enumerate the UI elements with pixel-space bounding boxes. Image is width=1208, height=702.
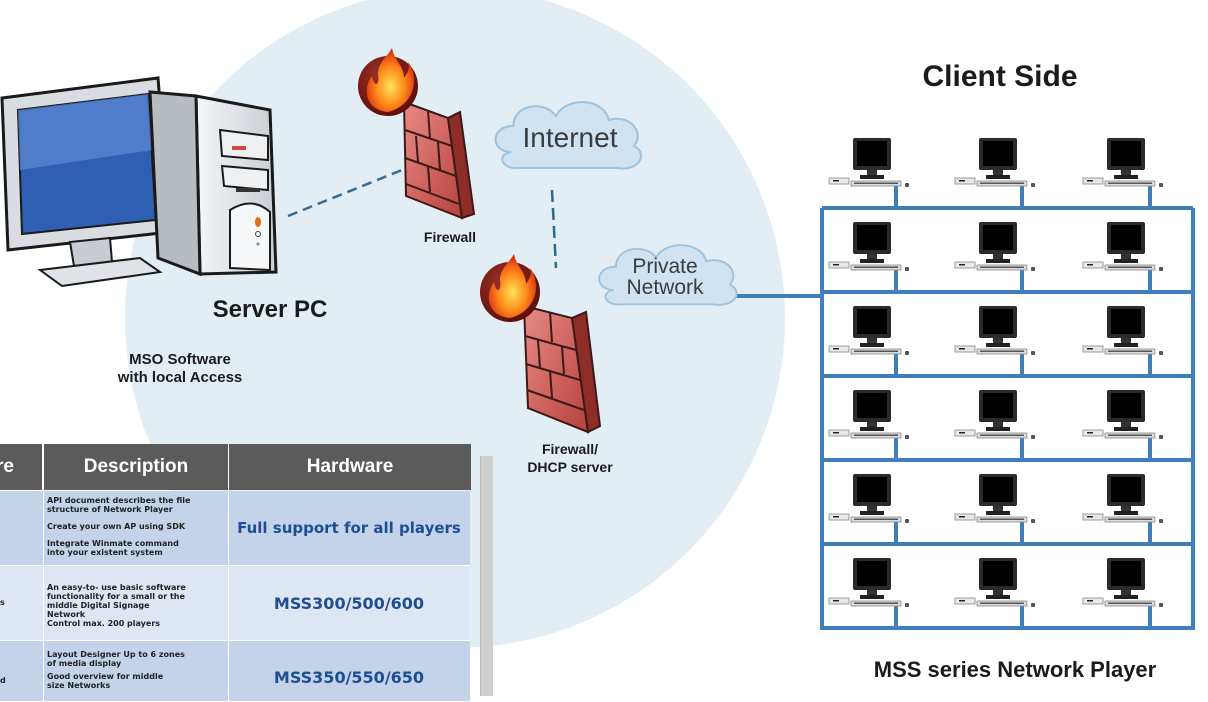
table-header-description: Description [43, 444, 228, 490]
network-bus [728, 186, 1195, 630]
server-pc-title: Server PC [212, 296, 328, 323]
firewall-label: Firewall [423, 229, 477, 245]
client-pc-icon [954, 389, 1036, 440]
firewall-icon [358, 48, 476, 220]
table-cell-hardware: MSS350/550/650 [273, 668, 425, 687]
client-pc-icon [1082, 557, 1164, 608]
client-pc-icon [1082, 305, 1164, 356]
table-scrollbar[interactable] [480, 456, 493, 696]
client-side-title: Client Side [922, 60, 1078, 93]
server-pc-icon [0, 76, 278, 288]
table-cell-hardware: Full support for all players [237, 519, 461, 537]
table-cell-description: An easy-to- use basic software functiona… [47, 583, 186, 628]
server-sub-line2: with local Access [117, 369, 243, 386]
client-pc-icon [1082, 137, 1164, 188]
private-network-label: Private Network [600, 256, 730, 298]
flame-icon [480, 254, 540, 322]
client-pc-icon [954, 137, 1036, 188]
client-pc-icon [954, 557, 1036, 608]
client-pc-icon [828, 389, 910, 440]
server-pc-subtitle: MSO Software with local Access [100, 351, 260, 387]
table-cell-description: Layout Designer Up to 6 zones of media d… [47, 650, 185, 690]
client-pc-icon [828, 473, 910, 524]
table-row [0, 491, 470, 566]
table-cell-software: d [0, 676, 6, 685]
client-pc-icon [954, 473, 1036, 524]
table-row [0, 566, 470, 641]
network-player-title: MSS series Network Player [873, 657, 1157, 682]
firewall-icon [480, 254, 602, 434]
table-cell-description: API document describes the file structur… [47, 496, 191, 557]
client-pc-icon [954, 305, 1036, 356]
client-pc-icon [828, 221, 910, 272]
client-pc-icon [1082, 389, 1164, 440]
table-header-hardware: Hardware [228, 444, 471, 490]
client-pc-icon [828, 557, 910, 608]
firewall-dhcp-label: Firewall/ DHCP server [510, 440, 630, 476]
table-cell-hardware: MSS300/500/600 [273, 594, 425, 613]
private-network-label-line2: Network [626, 276, 704, 299]
internet-label: Internet [522, 122, 618, 153]
client-pc-icon [828, 305, 910, 356]
private-network-label-line1: Private [632, 255, 698, 278]
server-sub-line1: MSO Software [129, 351, 231, 368]
table-header-software: re [0, 444, 42, 490]
firewall-dhcp-line2: DHCP server [527, 459, 613, 475]
client-pc-icon [1082, 473, 1164, 524]
client-pc-icon [1082, 221, 1164, 272]
table-cell-software: s [0, 598, 5, 607]
flame-icon [358, 48, 418, 116]
firewall-dhcp-line1: Firewall/ [541, 441, 599, 457]
client-pc-icon [828, 137, 910, 188]
client-pc-icon [954, 221, 1036, 272]
